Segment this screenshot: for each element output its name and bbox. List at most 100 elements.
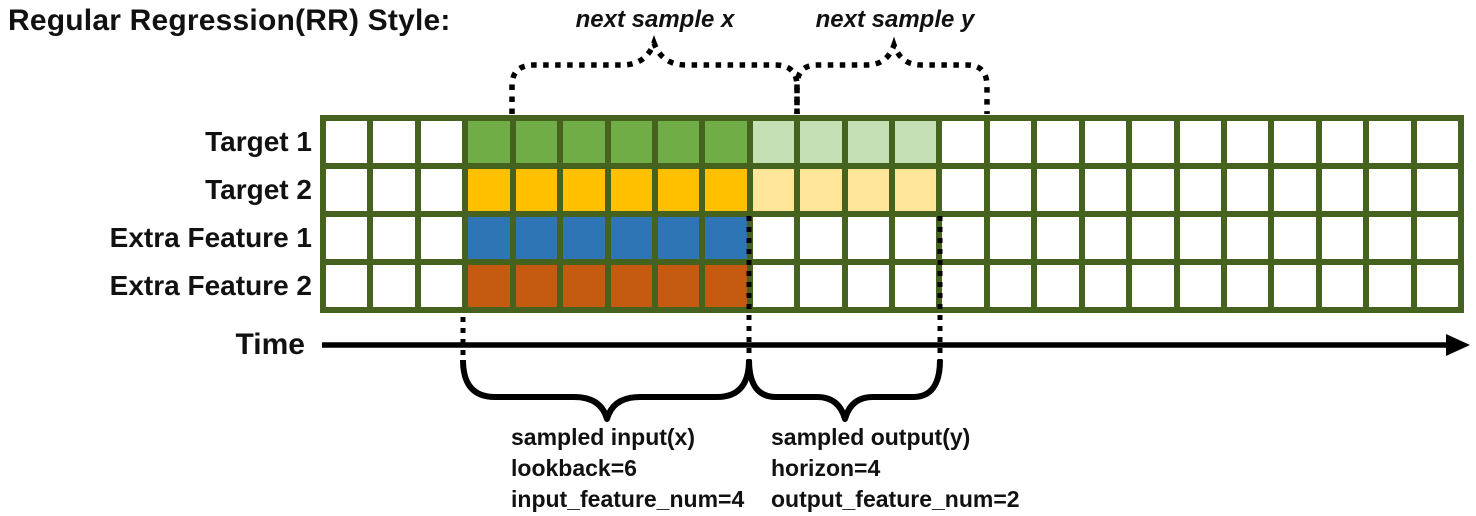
row-label-target-1: Target 1 <box>205 126 312 157</box>
grid-cell <box>752 121 795 163</box>
next-sample-x-brace <box>509 34 800 114</box>
grid-cell <box>657 265 700 307</box>
grid-cell <box>515 121 558 163</box>
grid-cell <box>657 217 700 259</box>
grid-cell <box>942 121 984 163</box>
grid-cell <box>1037 265 1079 307</box>
grid-cell <box>610 217 652 259</box>
grid-cell <box>800 265 842 307</box>
next-sample-y-brace <box>794 36 990 114</box>
grid-cell <box>1179 169 1221 211</box>
grid-cell <box>895 121 937 163</box>
grid-cell <box>610 121 652 163</box>
grid-cell <box>563 265 605 307</box>
grid-cell <box>989 265 1032 307</box>
grid-cell <box>895 169 937 211</box>
grid-cell <box>800 217 842 259</box>
grid-cell <box>752 265 795 307</box>
grid-cell <box>326 217 368 259</box>
grid-cell <box>515 169 558 211</box>
grid-cell <box>800 121 842 163</box>
input-feature-num-line: input_feature_num=4 <box>511 486 745 512</box>
grid-cell <box>1369 265 1411 307</box>
grid-cell <box>468 217 510 259</box>
grid-cell <box>1084 121 1127 163</box>
grid-cell <box>942 265 984 307</box>
grid-cell <box>1369 217 1411 259</box>
grid-cell <box>563 121 605 163</box>
sampled-output-annotation: sampled output(y) horizon=4 output_featu… <box>771 422 1020 515</box>
grid-cell <box>1369 169 1411 211</box>
grid-cell <box>1321 169 1364 211</box>
grid-cell <box>1416 265 1458 307</box>
grid-cell <box>610 169 652 211</box>
grid-cell <box>1037 121 1079 163</box>
time-series-grid <box>320 115 1464 313</box>
grid-cell <box>1179 265 1221 307</box>
grid-cell <box>1226 169 1269 211</box>
grid-cell <box>1274 121 1316 163</box>
grid-cell <box>1037 217 1079 259</box>
row-label-extra-feature-1: Extra Feature 1 <box>109 222 312 253</box>
next-sample-y-label: next sample y <box>815 6 975 33</box>
grid-cell <box>1321 265 1364 307</box>
horizon-line: horizon=4 <box>771 455 881 481</box>
diagram-title: Regular Regression(RR) Style: <box>8 4 451 37</box>
lookback-line: lookback=6 <box>511 455 637 481</box>
grid-cell <box>373 265 415 307</box>
grid-cell <box>373 169 415 211</box>
sampled-output-brace <box>746 359 943 422</box>
grid-cell <box>657 121 700 163</box>
grid-cell <box>610 265 652 307</box>
grid-cell <box>895 265 937 307</box>
grid-cell <box>800 169 842 211</box>
grid-cell <box>752 169 795 211</box>
grid-cell <box>563 169 605 211</box>
grid-cell <box>989 217 1032 259</box>
grid-cell <box>752 217 795 259</box>
grid-cell <box>847 217 889 259</box>
grid-cell <box>1321 121 1364 163</box>
grid-cell <box>942 217 984 259</box>
grid-cell <box>895 217 937 259</box>
row-label-extra-feature-2: Extra Feature 2 <box>109 270 312 301</box>
grid-cell <box>705 169 747 211</box>
time-axis-label: Time <box>235 328 305 361</box>
grid-cell <box>420 265 463 307</box>
grid-cell <box>468 169 510 211</box>
sampled-input-brace <box>460 359 752 422</box>
grid-cell <box>1132 169 1174 211</box>
grid-cell <box>989 169 1032 211</box>
grid-cell <box>1132 121 1174 163</box>
grid-cell <box>1226 217 1269 259</box>
grid-cell <box>705 217 747 259</box>
grid-cell <box>515 217 558 259</box>
grid-cell <box>468 121 510 163</box>
grid-cell <box>326 121 368 163</box>
grid-cell <box>1369 121 1411 163</box>
grid-cell <box>1416 217 1458 259</box>
grid-cell <box>1226 121 1269 163</box>
sampled-output-line: sampled output(y) <box>771 424 971 450</box>
grid-cell <box>847 169 889 211</box>
grid-cell <box>1226 265 1269 307</box>
row-label-target-2: Target 2 <box>205 174 312 205</box>
grid-cell <box>1084 169 1127 211</box>
next-sample-x-label: next sample x <box>575 6 735 33</box>
grid-cell <box>326 169 368 211</box>
grid-cell <box>1037 169 1079 211</box>
grid-cell <box>515 265 558 307</box>
grid-cell <box>1084 217 1127 259</box>
grid-cell <box>1274 265 1316 307</box>
grid-cell <box>1321 217 1364 259</box>
sampled-input-annotation: sampled input(x) lookback=6 input_featur… <box>511 422 744 515</box>
grid-cell <box>1274 169 1316 211</box>
output-feature-num-line: output_feature_num=2 <box>771 486 1020 512</box>
grid-cell <box>847 121 889 163</box>
grid-cell <box>563 217 605 259</box>
grid-cell <box>705 265 747 307</box>
grid-cell <box>326 265 368 307</box>
grid-cell <box>657 169 700 211</box>
